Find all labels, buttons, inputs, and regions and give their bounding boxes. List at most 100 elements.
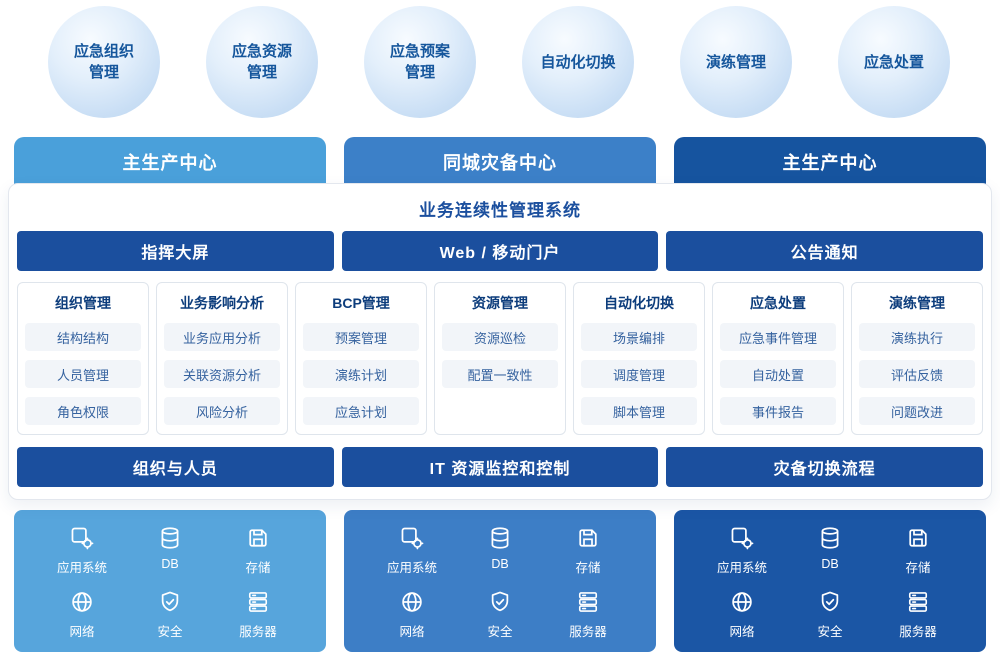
capability-label: 自动化切换 bbox=[540, 53, 616, 71]
infra-label: 存储 bbox=[245, 561, 271, 575]
center-title: 同城灾备中心 bbox=[443, 153, 557, 173]
network-icon bbox=[69, 589, 95, 615]
module-item: 关联资源分析 bbox=[164, 360, 280, 388]
module-title: 业务影响分析 bbox=[180, 295, 264, 311]
module-card-drill-mgmt: 演练管理 演练执行 评估反馈 问题改进 bbox=[851, 282, 983, 435]
infra-label: 网络 bbox=[399, 625, 425, 639]
foundation-it-monitoring: IT 资源监控和控制 bbox=[341, 447, 659, 487]
infra-label: 服务器 bbox=[239, 625, 277, 639]
infra-label: DB bbox=[821, 557, 839, 571]
infra-label: 应用系统 bbox=[56, 561, 107, 575]
infra-cell-storage: 存储 bbox=[874, 525, 962, 576]
center-title: 主生产中心 bbox=[122, 153, 218, 173]
capability-circles: 应急组织 管理 应急资源 管理 应急预案 管理 自动化切换 演练管理 应急处置 bbox=[0, 0, 1000, 118]
network-icon bbox=[399, 589, 425, 615]
capability-label: 应急预案 管理 bbox=[389, 43, 450, 81]
infra-cell-security: 安全 bbox=[456, 589, 544, 640]
module-title: 自动化切换 bbox=[604, 295, 674, 311]
portal-announcement: 公告通知 bbox=[666, 231, 984, 271]
module-title: BCP管理 bbox=[332, 295, 390, 311]
infra-cell-storage: 存储 bbox=[544, 525, 632, 576]
module-title: 应急处置 bbox=[750, 295, 806, 311]
portal-command-screen: 指挥大屏 bbox=[17, 231, 334, 271]
capability-circle-emergency-resource: 应急资源 管理 bbox=[206, 6, 318, 118]
module-item: 配置一致性 bbox=[442, 360, 558, 388]
foundation-org-personnel: 组织与人员 bbox=[17, 447, 334, 487]
infra-cell-app-system: 应用系统 bbox=[698, 525, 786, 576]
module-title: 组织管理 bbox=[55, 295, 111, 311]
infra-cell-server: 服务器 bbox=[214, 589, 302, 640]
panel-title: 业务连续性管理系统 bbox=[419, 201, 581, 220]
module-card-emergency-response: 应急处置 应急事件管理 自动处置 事件报告 bbox=[712, 282, 844, 435]
module-card-bcp-mgmt: BCP管理 预案管理 演练计划 应急计划 bbox=[295, 282, 427, 435]
module-item: 演练执行 bbox=[859, 323, 975, 351]
infra-cell-storage: 存储 bbox=[214, 525, 302, 576]
module-item: 人员管理 bbox=[25, 360, 141, 388]
infra-cell-network: 网络 bbox=[698, 589, 786, 640]
module-item: 风险分析 bbox=[164, 397, 280, 425]
infra-label: DB bbox=[161, 557, 179, 571]
shield-icon bbox=[487, 589, 513, 615]
module-card-resource-mgmt: 资源管理 资源巡检 配置一致性 bbox=[434, 282, 566, 435]
module-card-org-mgmt: 组织管理 结构结构 人员管理 角色权限 bbox=[17, 282, 149, 435]
capability-circle-auto-switch: 自动化切换 bbox=[522, 6, 634, 118]
module-item: 问题改进 bbox=[859, 397, 975, 425]
database-icon bbox=[487, 525, 513, 551]
capability-circle-emergency-org: 应急组织 管理 bbox=[48, 6, 160, 118]
module-item: 脚本管理 bbox=[581, 397, 697, 425]
infra-cell-app-system: 应用系统 bbox=[38, 525, 126, 576]
infra-label: 服务器 bbox=[569, 625, 607, 639]
network-icon bbox=[729, 589, 755, 615]
server-icon bbox=[245, 589, 271, 615]
infra-label: 安全 bbox=[487, 625, 513, 639]
infra-label: 存储 bbox=[905, 561, 931, 575]
module-title: 资源管理 bbox=[472, 295, 528, 311]
infra-panel-samecity-dr: 应用系统 DB 存储 网络 安全 服务器 bbox=[344, 510, 656, 652]
module-item: 应急事件管理 bbox=[720, 323, 836, 351]
module-item: 预案管理 bbox=[303, 323, 419, 351]
infra-label: 存储 bbox=[575, 561, 601, 575]
infra-cell-network: 网络 bbox=[368, 589, 456, 640]
module-title: 演练管理 bbox=[889, 295, 945, 311]
module-item: 演练计划 bbox=[303, 360, 419, 388]
module-item: 评估反馈 bbox=[859, 360, 975, 388]
capability-circle-emergency-plan: 应急预案 管理 bbox=[364, 6, 476, 118]
database-icon bbox=[817, 525, 843, 551]
infra-cell-db: DB bbox=[786, 525, 874, 576]
app-system-icon bbox=[399, 525, 425, 551]
capability-circle-emergency-response: 应急处置 bbox=[838, 6, 950, 118]
module-item: 角色权限 bbox=[25, 397, 141, 425]
module-card-impact-analysis: 业务影响分析 业务应用分析 关联资源分析 风险分析 bbox=[156, 282, 288, 435]
infra-label: 安全 bbox=[157, 625, 183, 639]
infra-cell-server: 服务器 bbox=[544, 589, 632, 640]
infra-label: 服务器 bbox=[899, 625, 937, 639]
module-item: 业务应用分析 bbox=[164, 323, 280, 351]
infra-label: 应用系统 bbox=[386, 561, 437, 575]
storage-icon bbox=[575, 525, 601, 551]
infra-label: DB bbox=[491, 557, 509, 571]
infra-panel-primary-2: 应用系统 DB 存储 网络 安全 服务器 bbox=[674, 510, 986, 652]
portal-bars: 指挥大屏 Web / 移动门户 公告通知 bbox=[17, 231, 984, 271]
module-item: 应急计划 bbox=[303, 397, 419, 425]
infra-label: 应用系统 bbox=[716, 561, 767, 575]
infrastructure-panels: 应用系统 DB 存储 网络 安全 服务器 应用系统 DB 存储 网络 安全 服务… bbox=[0, 510, 1000, 652]
capability-label: 应急组织 管理 bbox=[73, 43, 134, 81]
shield-icon bbox=[157, 589, 183, 615]
storage-icon bbox=[905, 525, 931, 551]
app-system-icon bbox=[69, 525, 95, 551]
capability-label: 应急处置 bbox=[863, 53, 924, 71]
bcm-system-panel: 业务连续性管理系统 指挥大屏 Web / 移动门户 公告通知 组织管理 结构结构… bbox=[8, 183, 992, 500]
infra-cell-db: DB bbox=[126, 525, 214, 576]
module-item: 调度管理 bbox=[581, 360, 697, 388]
storage-icon bbox=[245, 525, 271, 551]
infra-cell-security: 安全 bbox=[786, 589, 874, 640]
server-icon bbox=[905, 589, 931, 615]
center-title: 主生产中心 bbox=[782, 153, 878, 173]
module-card-auto-switch: 自动化切换 场景编排 调度管理 脚本管理 bbox=[573, 282, 705, 435]
module-grid: 组织管理 结构结构 人员管理 角色权限 业务影响分析 业务应用分析 关联资源分析… bbox=[17, 282, 983, 435]
infra-cell-network: 网络 bbox=[38, 589, 126, 640]
infra-panel-primary: 应用系统 DB 存储 网络 安全 服务器 bbox=[14, 510, 326, 652]
infra-cell-server: 服务器 bbox=[874, 589, 962, 640]
foundation-bars: 组织与人员 IT 资源监控和控制 灾备切换流程 bbox=[17, 447, 984, 487]
